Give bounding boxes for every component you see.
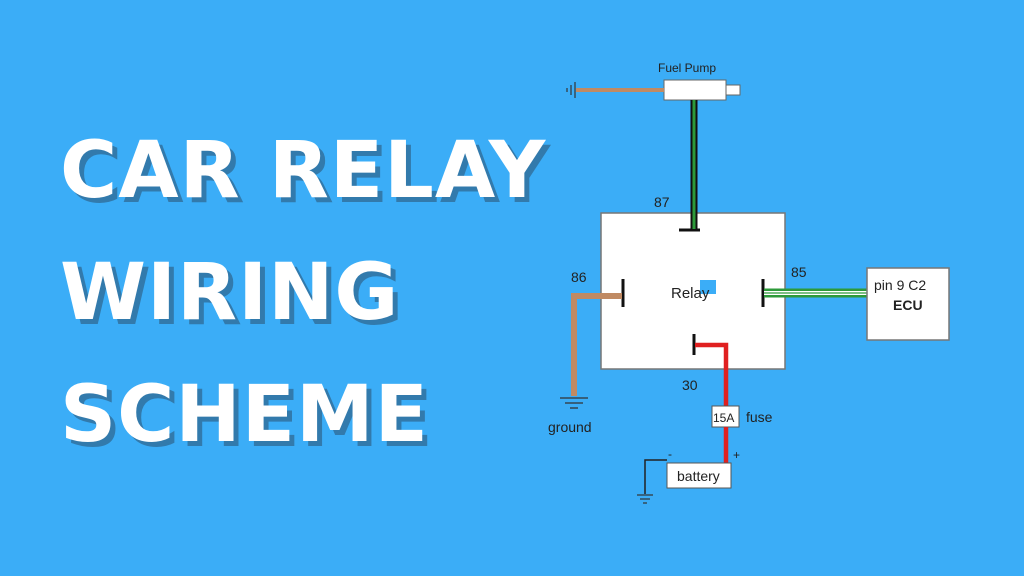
fuel-pump-body [663, 79, 727, 101]
ground-86-icon [560, 397, 588, 409]
fuse-rating: 15A [713, 411, 734, 425]
fuse-label: fuse [746, 409, 773, 425]
wire-30-red [695, 342, 729, 406]
ecu-label: ECU [893, 297, 923, 313]
battery-ground-wire [644, 459, 667, 494]
ecu-box [866, 267, 950, 341]
pin-86-label: 86 [571, 269, 587, 285]
battery-box [666, 462, 732, 489]
pin-30-label: 30 [682, 377, 698, 393]
headline-line-3: SCHEME [60, 370, 429, 460]
battery-label: battery [677, 468, 720, 484]
fuel-pump-label: Fuel Pump [658, 61, 716, 75]
ecu-pin-label: pin 9 C2 [874, 277, 926, 293]
headline-line-2: WIRING [60, 248, 400, 338]
pin-87-label: 87 [654, 194, 670, 210]
battery-minus: - [668, 447, 672, 461]
headline-line-1: CAR RELAY [60, 126, 547, 216]
fuel-pump-nozzle [725, 84, 741, 96]
relay-blue-marker [700, 280, 716, 294]
wire-86-brown [571, 293, 622, 396]
battery-plus: + [733, 448, 740, 462]
pin-85-label: 85 [791, 264, 807, 280]
relay-label: Relay [671, 285, 710, 302]
chassis-ground-icon [566, 82, 576, 98]
battery-ground-icon [637, 494, 653, 504]
ground-label: ground [548, 419, 592, 435]
